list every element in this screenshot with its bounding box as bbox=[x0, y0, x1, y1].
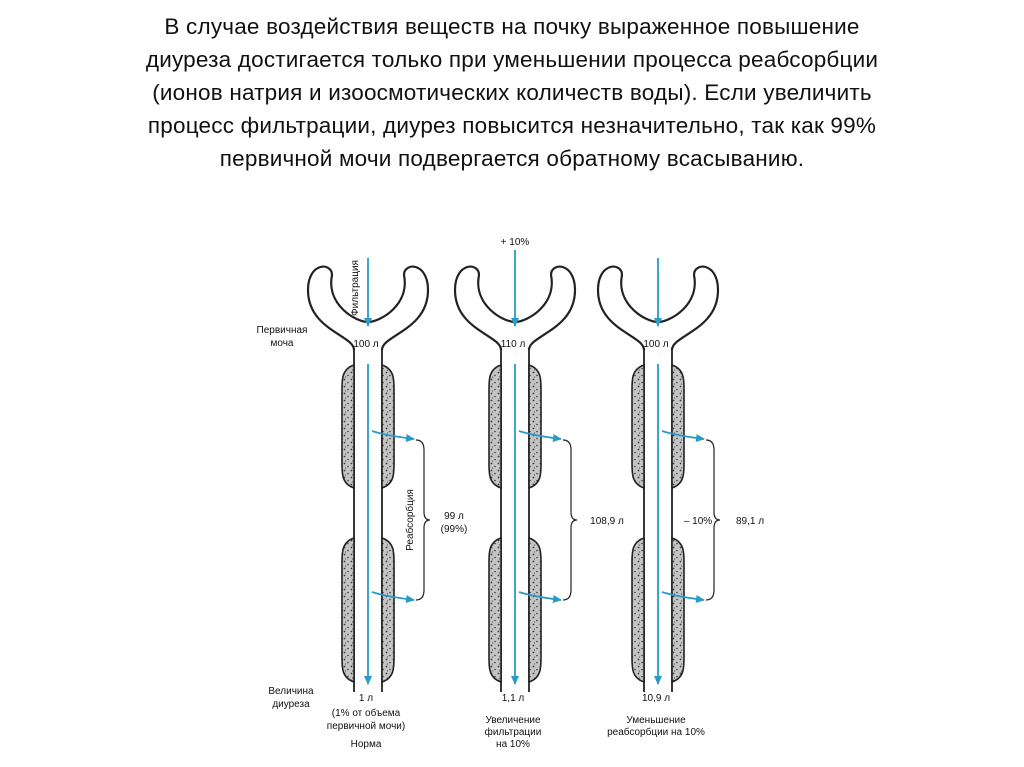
primary-volume-label: 100 л bbox=[643, 339, 668, 350]
nephron-panel-2: 110 л 1,1 л + 10% 108,9 л Увеличениефильтрац… bbox=[455, 237, 624, 750]
diuresis-label: диуреза bbox=[272, 699, 310, 710]
panel-caption-line: Увеличение bbox=[485, 715, 541, 726]
epithelium-left-2 bbox=[489, 538, 501, 682]
reabsorption-brace bbox=[563, 440, 577, 600]
panel-caption-line: реабсорбции на 10% bbox=[607, 726, 705, 738]
nephron-panel-3: 100 л 10,9 л 89,1 л – 10% Уменьшениереабсорб… bbox=[598, 258, 764, 738]
epithelium-right-1 bbox=[382, 365, 394, 488]
panel-caption-line: Уменьшение bbox=[626, 715, 686, 726]
reabsorption-brace bbox=[416, 440, 430, 600]
reabsorbed-volume-label: 89,1 л bbox=[736, 516, 764, 527]
primary-volume-label: 100 л bbox=[353, 339, 378, 350]
final-volume-label: 10,9 л bbox=[642, 693, 670, 704]
reabsorption-change-label: – 10% bbox=[684, 516, 712, 527]
epithelium-left-2 bbox=[632, 538, 644, 682]
reabsorbed-volume-label: 99 л bbox=[444, 511, 464, 522]
reabsorbed-volume-label: 108,9 л bbox=[590, 516, 624, 527]
final-note-line: первичной мочи) bbox=[327, 721, 405, 732]
epithelium-left-1 bbox=[632, 365, 644, 488]
nephron-panel-1: 100 л 1 л 99 л (99%) (1% от объема первичной … bbox=[308, 258, 467, 750]
filtration-change-label: + 10% bbox=[501, 237, 530, 248]
epithelium-right-2 bbox=[529, 538, 541, 682]
panel-caption-line: фильтрации bbox=[485, 726, 542, 738]
epithelium-right-2 bbox=[672, 538, 684, 682]
epithelium-right-2 bbox=[382, 538, 394, 682]
filtration-label: Фильтрация bbox=[350, 260, 361, 316]
epithelium-right-1 bbox=[672, 365, 684, 488]
final-volume-label: 1 л bbox=[359, 693, 373, 704]
primary-urine-label: моча bbox=[271, 338, 294, 349]
reabsorption-label: Реабсорбция bbox=[404, 489, 416, 551]
final-note-line: (1% от объема bbox=[332, 707, 401, 719]
epithelium-left-1 bbox=[489, 365, 501, 488]
epithelium-left-2 bbox=[342, 538, 354, 682]
reabsorbed-percent-label: (99%) bbox=[441, 524, 468, 535]
epithelium-right-1 bbox=[529, 365, 541, 488]
primary-volume-label: 110 л bbox=[501, 339, 526, 350]
diuresis-label: Величина bbox=[268, 686, 314, 697]
epithelium-left-1 bbox=[342, 365, 354, 488]
panel-caption-line: Норма bbox=[351, 739, 382, 750]
primary-urine-label: Первичная bbox=[257, 325, 308, 336]
panel-caption-line: на 10% bbox=[496, 739, 530, 750]
final-volume-label: 1,1 л bbox=[502, 693, 525, 704]
